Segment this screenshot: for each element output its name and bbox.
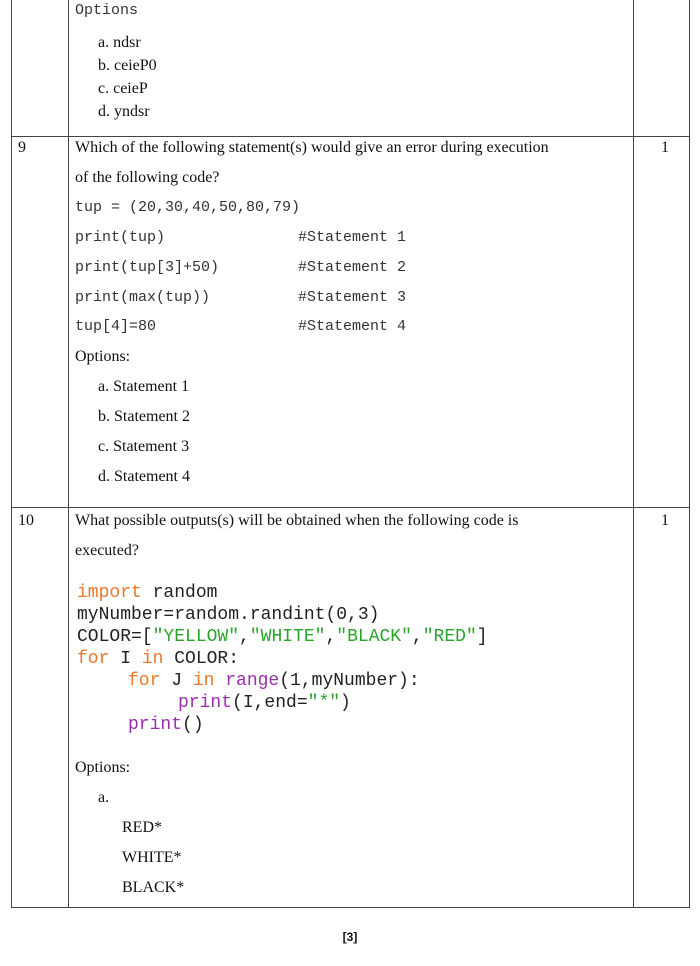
code-text: , [239,627,250,647]
code-text: COLOR=[ [77,627,153,647]
string-literal: "WHITE" [249,627,326,647]
q9-code-comment4: #Statement 3 [298,289,407,306]
prev-options-label: Options [75,2,139,19]
q9-options-label: Options: [75,348,131,365]
q10-marks: 1 [661,512,669,529]
code-text: , [411,627,423,647]
q9-code-line2: print(tup) [75,229,166,246]
table-border-right [689,0,690,908]
builtin-function: print [178,693,233,713]
code-text: , [325,627,337,647]
code-text: ] [476,627,488,647]
prev-option-d: d. yndsr [98,103,150,120]
q9-option-c: c. Statement 3 [98,438,190,455]
string-literal: "RED" [422,627,477,647]
q10-output-line1: RED* [122,819,162,836]
q10-code-line7: print() [128,715,204,735]
q9-option-d: d. Statement 4 [98,468,190,485]
code-text: (I,end= [232,693,308,713]
q9-code-comment5: #Statement 4 [298,318,407,335]
code-text: ) [340,693,351,713]
q10-code-line6: print(I,end="*") [178,693,351,713]
q10-question-line1: What possible outputs(s) will be obtaine… [75,512,519,529]
keyword: for [128,671,161,691]
keyword: for [77,649,110,669]
builtin-function: print [128,715,183,735]
q10-number: 10 [18,512,34,529]
prev-option-c: c. ceieP [98,80,148,97]
q9-number: 9 [18,139,26,156]
q9-marks: 1 [661,139,669,156]
table-border-bottom [11,907,690,908]
q10-code-line3: COLOR=["YELLOW","WHITE","BLACK","RED"] [77,627,488,647]
table-divider-marks [633,0,634,908]
q9-code-comment2: #Statement 1 [298,229,407,246]
q9-question-line2: of the following code? [75,169,220,186]
keyword: in [192,671,215,691]
string-literal: "BLACK" [336,627,412,647]
q10-question-line2: executed? [75,542,139,559]
string-literal: "YELLOW" [152,627,240,647]
code-text: random [141,583,218,603]
prev-option-b: b. ceieP0 [98,57,157,74]
q9-code-line1: tup = (20,30,40,50,80,79) [75,199,301,216]
q9-option-a: a. Statement 1 [98,378,190,395]
q10-output-line3: BLACK* [122,879,185,896]
string-literal: "*" [307,693,341,713]
q10-code-line5: for J in range(1,myNumber): [128,671,420,691]
q10-code-line2: myNumber=random.randint(0,3) [77,605,380,625]
page-number: [3] [342,930,358,944]
q10-options-label: Options: [75,759,131,776]
table-divider-num [68,0,69,908]
table-border-left [11,0,12,908]
keyword: in [141,649,164,669]
code-text: I [109,649,142,669]
code-text: (1,myNumber): [279,671,420,691]
code-text: J [160,671,193,691]
q9-code-line4: print(max(tup)) [75,289,211,306]
row-divider-9 [11,136,690,137]
q10-code-line4: for I in COLOR: [77,649,239,669]
q9-code-line3: print(tup[3]+50) [75,259,220,276]
code-text: COLOR: [163,649,240,669]
q9-option-b: b. Statement 2 [98,408,190,425]
prev-option-a: a. ndsr [98,34,141,51]
q9-code-line5: tup[4]=80 [75,318,157,335]
builtin-function: range [214,671,280,691]
q10-output-line2: WHITE* [122,849,182,866]
q10-code-line1: import random [77,583,217,603]
q9-question-line1: Which of the following statement(s) woul… [75,139,549,156]
q9-code-comment3: #Statement 2 [298,259,407,276]
keyword: import [77,583,142,603]
code-text: () [182,715,204,735]
q10-option-a-label: a. [98,789,110,806]
row-divider-10 [11,507,690,508]
